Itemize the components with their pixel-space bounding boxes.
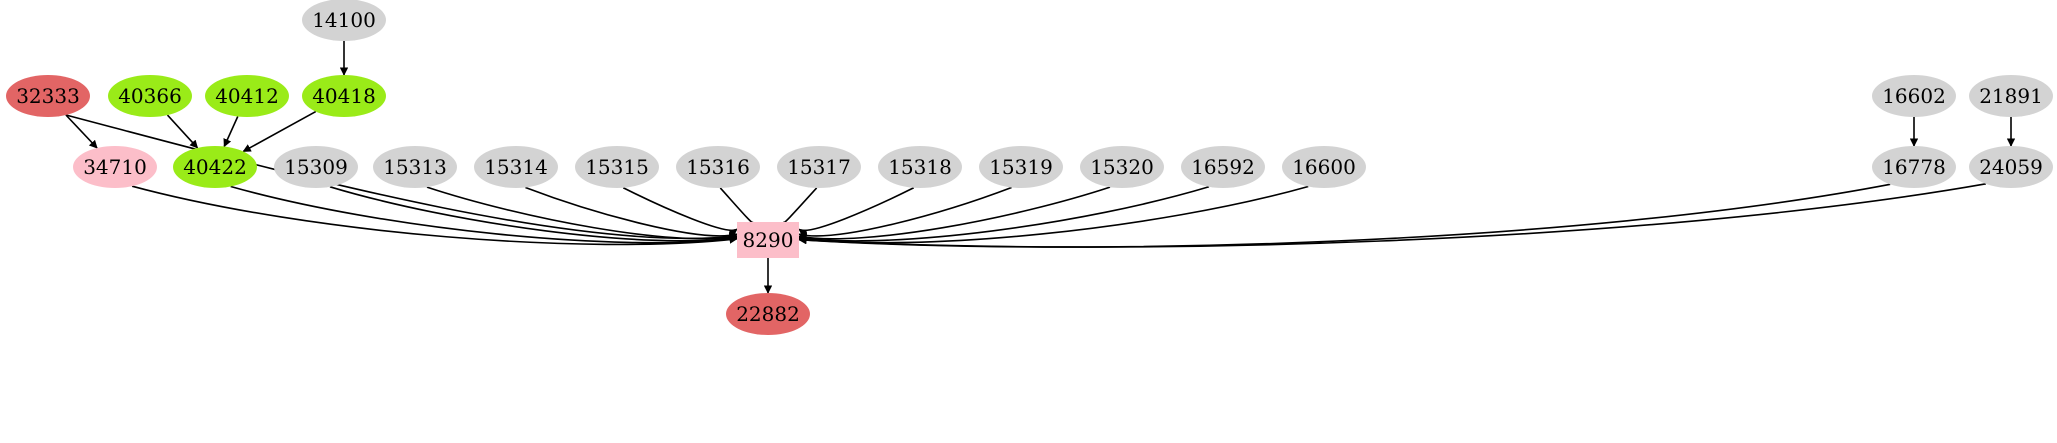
graph-node-22882[interactable]: 22882: [726, 293, 810, 335]
graph-edge-15317-to-8290: [777, 187, 818, 231]
graph-node-15309[interactable]: 15309: [274, 146, 358, 188]
graph-edge-24059-to-8290: [798, 183, 1987, 248]
graph-edge-16592-to-8290: [798, 186, 1210, 243]
graph-node-21891[interactable]: 21891: [1969, 75, 2053, 117]
node-label: 40412: [215, 84, 279, 108]
node-label: 15309: [284, 155, 348, 179]
node-label: 14100: [312, 8, 376, 32]
graph-node-16602[interactable]: 16602: [1872, 75, 1956, 117]
node-label: 34710: [83, 155, 147, 179]
node-label: 16778: [1882, 155, 1946, 179]
graph-edge-15313-to-8290: [426, 186, 738, 242]
node-label: 15318: [888, 155, 952, 179]
node-label: 15317: [787, 155, 851, 179]
node-label: 15314: [484, 155, 548, 179]
graph-node-24059[interactable]: 24059: [1969, 146, 2053, 188]
node-label: 24059: [1979, 155, 2043, 179]
node-label: 16592: [1191, 155, 1255, 179]
graph-node-15320[interactable]: 15320: [1080, 146, 1164, 188]
node-label: 22882: [736, 302, 800, 326]
graph-node-40366[interactable]: 40366: [108, 75, 192, 117]
graph-node-40418[interactable]: 40418: [302, 75, 386, 117]
graph-edge-15318-to-8290: [798, 187, 915, 238]
graph-node-16592[interactable]: 16592: [1181, 146, 1265, 188]
node-label: 40366: [118, 84, 182, 108]
graph-edge-34710-to-8290: [131, 185, 738, 246]
graph-edge-16600-to-8290: [798, 185, 1309, 244]
graph-edge-16778-to-8290: [798, 183, 1891, 248]
graph-edge-40366-to-40422: [166, 114, 199, 149]
node-label: 15315: [585, 155, 649, 179]
node-label: 15313: [383, 155, 447, 179]
graph-edge-15315-to-8290: [622, 187, 738, 237]
graph-edge-40418-to-40422: [242, 110, 317, 153]
graph-edge-15320-to-8290: [798, 186, 1111, 242]
graph-node-15319[interactable]: 15319: [979, 146, 1063, 188]
graph-node-15315[interactable]: 15315: [575, 146, 659, 188]
graph-node-15316[interactable]: 15316: [676, 146, 760, 188]
node-label: 15316: [686, 155, 750, 179]
node-label: 15320: [1090, 155, 1154, 179]
node-label: 40422: [183, 155, 247, 179]
node-label: 32333: [16, 84, 80, 108]
graph-edge-15314-to-8290: [525, 186, 738, 241]
graph-node-15318[interactable]: 15318: [878, 146, 962, 188]
node-label: 16602: [1882, 84, 1946, 108]
graph-node-40422[interactable]: 40422: [173, 146, 257, 188]
graph-node-16600[interactable]: 16600: [1282, 146, 1366, 188]
node-label: 16600: [1292, 155, 1356, 179]
graph-node-15313[interactable]: 15313: [373, 146, 457, 188]
node-label: 15319: [989, 155, 1053, 179]
graph-node-34710[interactable]: 34710: [73, 146, 157, 188]
graph-node-15314[interactable]: 15314: [474, 146, 558, 188]
graph-edge-40422-to-8290: [230, 185, 738, 244]
graph-edge-15316-to-8290: [719, 187, 760, 231]
graph-node-14100[interactable]: 14100: [302, 0, 386, 41]
graph-node-40412[interactable]: 40412: [205, 75, 289, 117]
node-label: 8290: [742, 228, 794, 252]
graph-node-32333[interactable]: 32333: [6, 75, 90, 117]
graph-edge-40412-to-40422: [223, 116, 239, 148]
graph-node-15317[interactable]: 15317: [777, 146, 861, 188]
graph-edge-32333-to-34710: [65, 114, 98, 149]
graph-edge-15309-to-8290: [329, 186, 738, 243]
node-label: 21891: [1979, 84, 2043, 108]
graph-node-8290[interactable]: 8290: [737, 222, 799, 258]
graph-edge-15319-to-8290: [798, 186, 1012, 241]
graph-node-16778[interactable]: 16778: [1872, 146, 1956, 188]
node-label: 40418: [312, 84, 376, 108]
